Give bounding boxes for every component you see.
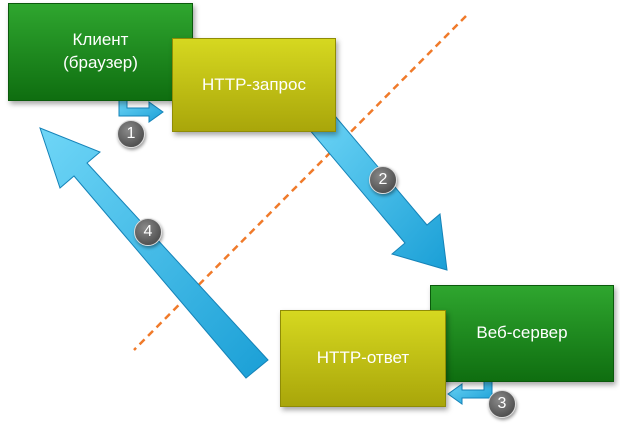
response-node: HTTP-ответ bbox=[280, 310, 446, 407]
arrow-server-to-response bbox=[447, 379, 493, 405]
arrow-response-to-client bbox=[39, 127, 269, 379]
step-1-badge: 1 bbox=[117, 120, 145, 148]
request-node: HTTP-запрос bbox=[172, 38, 336, 132]
client-node: Клиент (браузер) bbox=[8, 3, 193, 101]
step-3-badge: 3 bbox=[488, 390, 516, 418]
step-2-badge: 2 bbox=[369, 166, 397, 194]
step-4-badge: 4 bbox=[134, 218, 162, 246]
server-node: Веб-сервер bbox=[430, 285, 614, 382]
network-boundary-line bbox=[133, 15, 467, 351]
arrow-client-to-request bbox=[118, 97, 164, 123]
